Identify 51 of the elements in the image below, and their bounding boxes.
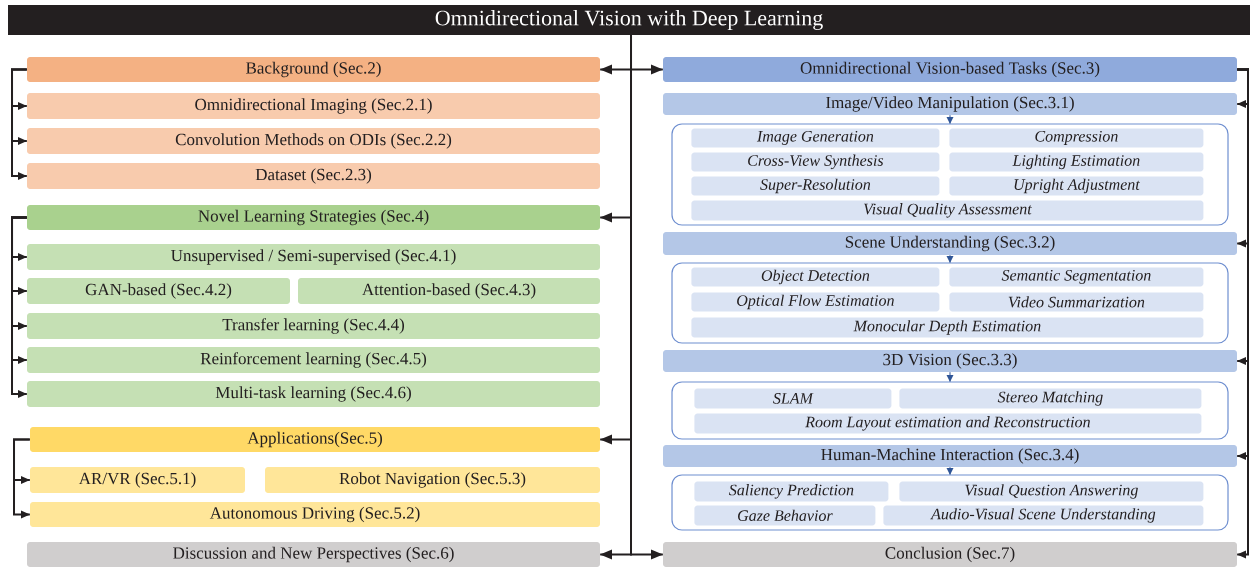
arrow	[946, 466, 954, 475]
topic-box: Gaze Behavior	[694, 505, 876, 526]
topic-box: Saliency Prediction	[694, 481, 889, 502]
topic-box: Semantic Segmentation	[949, 267, 1204, 287]
topic-box: Cross-View Synthesis	[691, 152, 940, 172]
topic-box: Room Layout estimation and Reconstruction	[694, 413, 1202, 434]
subsection-box: Attention-based (Sec.4.3)	[298, 278, 600, 304]
subsection-box: GAN-based (Sec.4.2)	[27, 278, 290, 304]
section-box: Applications(Sec.5)	[30, 427, 600, 452]
topic-box: Compression	[949, 128, 1204, 148]
topic-box: Super-Resolution	[691, 176, 940, 196]
topic-box: Video Summarization	[949, 292, 1204, 312]
topic-box: Image Generation	[691, 128, 940, 148]
topic-box: Visual Question Answering	[899, 481, 1204, 502]
arrow	[13, 438, 31, 519]
arrow	[630, 34, 664, 560]
topic-box: Visual Quality Assessment	[691, 200, 1204, 221]
section-box: Novel Learning Strategies (Sec.4)	[27, 205, 600, 230]
arrow	[11, 68, 28, 180]
section-box: Conclusion (Sec.7)	[663, 542, 1237, 567]
section-box: Omnidirectional Vision-based Tasks (Sec.3)	[663, 57, 1237, 82]
subsection-box: Scene Understanding (Sec.3.2)	[663, 232, 1237, 255]
topic-box: Lighting Estimation	[949, 152, 1204, 172]
topic-box: Audio-Visual Scene Understanding	[883, 505, 1204, 526]
subsection-box: 3D Vision (Sec.3.3)	[663, 350, 1237, 372]
topic-box: SLAM	[694, 388, 892, 409]
subsection-box: AR/VR (Sec.5.1)	[30, 467, 245, 493]
arrow	[946, 114, 954, 124]
arrow	[946, 254, 954, 263]
subsection-box: Omnidirectional Imaging (Sec.2.1)	[27, 93, 600, 119]
topic-box: Optical Flow Estimation	[691, 292, 940, 312]
subsection-box: Dataset (Sec.2.3)	[27, 163, 600, 189]
section-box: Background (Sec.2)	[27, 57, 600, 82]
arrow	[1236, 68, 1249, 559]
topic-box: Object Detection	[691, 267, 940, 287]
subsection-box: Reinforcement learning (Sec.4.5)	[27, 347, 600, 373]
subsection-box: Transfer learning (Sec.4.4)	[27, 313, 600, 339]
subsection-box: Robot Navigation (Sec.5.3)	[265, 467, 600, 493]
subsection-box: Autonomous Driving (Sec.5.2)	[30, 502, 600, 527]
subsection-box: Image/Video Manipulation (Sec.3.1)	[663, 93, 1237, 115]
topic-box: Stereo Matching	[899, 388, 1202, 409]
subsection-box: Convolution Methods on ODIs (Sec.2.2)	[27, 128, 600, 154]
subsection-box: Unsupervised / Semi-supervised (Sec.4.1)	[27, 244, 600, 270]
arrow	[11, 216, 28, 398]
topic-box: Upright Adjustment	[949, 176, 1204, 196]
title-banner: Omnidirectional Vision with Deep Learning	[8, 5, 1250, 35]
subsection-box: Human-Machine Interaction (Sec.3.4)	[663, 445, 1237, 467]
arrow	[946, 371, 954, 382]
topic-box: Monocular Depth Estimation	[691, 317, 1204, 338]
section-box: Discussion and New Perspectives (Sec.6)	[27, 542, 600, 567]
subsection-box: Multi-task learning (Sec.4.6)	[27, 381, 600, 407]
